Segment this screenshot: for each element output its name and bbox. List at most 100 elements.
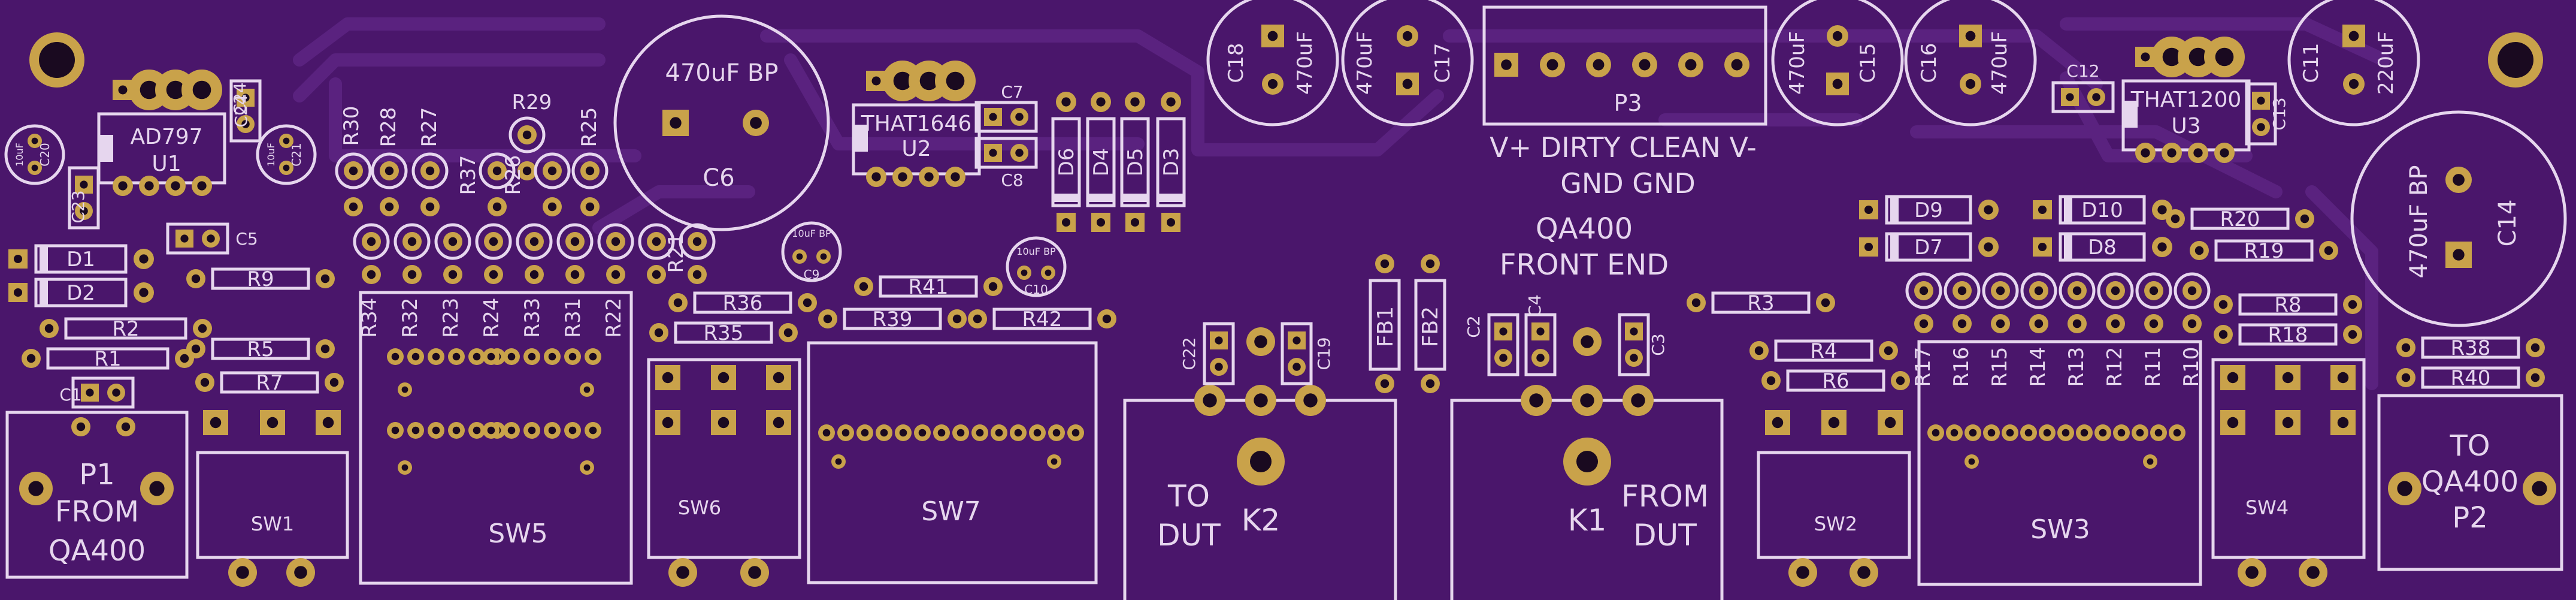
pad-hole bbox=[822, 429, 831, 437]
connector-p2-outline bbox=[2377, 394, 2563, 571]
label-d6: D6 bbox=[1055, 148, 1079, 177]
pad-hole bbox=[1896, 376, 1905, 385]
pad-hole bbox=[2218, 300, 2228, 309]
resistor-r39-body bbox=[843, 307, 942, 330]
label-c6: C6 bbox=[703, 164, 734, 192]
cap-c15-outline bbox=[1771, 0, 1904, 126]
pad-hole bbox=[522, 166, 532, 176]
pad-hole bbox=[1984, 205, 1993, 215]
ic-u2-notch bbox=[853, 125, 868, 152]
pad-hole bbox=[1425, 259, 1435, 269]
pad-hole bbox=[2154, 429, 2163, 437]
pad-hole bbox=[118, 181, 128, 191]
label-r10: R10 bbox=[2180, 347, 2203, 387]
pad-hole bbox=[1425, 379, 1435, 388]
pad-hole bbox=[2220, 148, 2229, 158]
pad-hole bbox=[139, 288, 149, 297]
pad-hole bbox=[1096, 97, 1106, 107]
switch-sw5-outline bbox=[359, 291, 633, 585]
resistor-r42-body bbox=[992, 307, 1092, 330]
pad-hole bbox=[329, 378, 339, 387]
label-c10: C10 bbox=[1024, 282, 1048, 297]
pad-hole bbox=[2337, 372, 2349, 384]
pad-hole bbox=[1051, 458, 1058, 465]
pad-hole bbox=[80, 180, 88, 189]
pad-hole bbox=[585, 202, 595, 212]
pad-hole bbox=[823, 314, 833, 324]
pad-hole bbox=[2092, 93, 2100, 101]
pad-hole bbox=[1996, 286, 2005, 296]
ferrite-fb1-body bbox=[1369, 279, 1401, 371]
pad-hole bbox=[2171, 214, 2180, 224]
label-u3-part: THAT1200 bbox=[2130, 88, 2242, 112]
pad-hole bbox=[31, 137, 38, 144]
pad-hole bbox=[1796, 566, 1809, 579]
pad-hole bbox=[995, 429, 1003, 437]
label-r12: R12 bbox=[2103, 347, 2127, 387]
pad-hole bbox=[2194, 246, 2204, 255]
label-c3: C3 bbox=[1648, 333, 1668, 355]
resistor-body bbox=[2059, 272, 2096, 309]
pad-hole bbox=[487, 352, 495, 361]
pad-hole bbox=[191, 344, 201, 354]
pad-hole bbox=[1969, 429, 1977, 437]
label-r26: R26 bbox=[501, 155, 525, 195]
label-c4: C4 bbox=[1525, 294, 1545, 316]
pad-hole bbox=[283, 137, 290, 144]
pad-hole bbox=[241, 120, 250, 128]
resistor-r38-body bbox=[2421, 336, 2520, 359]
pad-hole bbox=[1130, 97, 1140, 107]
pad-hole bbox=[1061, 97, 1071, 107]
pad-hole bbox=[946, 71, 965, 91]
cap-c1-body bbox=[71, 376, 135, 409]
cap-c10-outline bbox=[1006, 236, 1067, 297]
pad-hole bbox=[80, 207, 88, 215]
pad-hole bbox=[2397, 481, 2412, 496]
label-r29: R29 bbox=[512, 91, 552, 114]
label-r34: R34 bbox=[358, 298, 382, 338]
pad-hole bbox=[1499, 327, 1508, 336]
pad-hole bbox=[670, 117, 682, 129]
label-c9: C9 bbox=[804, 267, 820, 282]
cap-c19-body bbox=[1281, 322, 1313, 385]
pad-hole bbox=[952, 314, 962, 324]
label-r28: R28 bbox=[377, 107, 401, 147]
label-r40: R40 bbox=[2451, 366, 2491, 390]
diode-d5-band bbox=[1122, 194, 1148, 202]
resistor-r9-body bbox=[211, 267, 310, 290]
pad-hole bbox=[2282, 372, 2294, 384]
pad-hole bbox=[1593, 59, 1605, 71]
pad-hole bbox=[1033, 429, 1042, 437]
pad-hole bbox=[1685, 59, 1697, 71]
parts-layer bbox=[34, 79, 2520, 409]
resistor-body bbox=[2097, 272, 2134, 309]
label-k2: K2 bbox=[1242, 503, 1281, 538]
pad-hole bbox=[425, 202, 435, 212]
label-p2-line1: TO bbox=[2449, 429, 2490, 463]
pad-hole bbox=[1380, 259, 1390, 269]
pad-hole bbox=[589, 352, 597, 361]
cap-c9-outline bbox=[781, 221, 842, 282]
pad-hole bbox=[1215, 363, 1223, 371]
pad-hole bbox=[880, 429, 888, 437]
pad-hole bbox=[2038, 242, 2047, 252]
pad-hole bbox=[2348, 300, 2357, 309]
pad-hole bbox=[568, 426, 577, 435]
label-c5: C5 bbox=[235, 229, 258, 249]
pad-hole bbox=[407, 237, 417, 246]
label-c17: C17 bbox=[1431, 43, 1455, 83]
switch-sw1-outline bbox=[196, 451, 349, 559]
switch-sw4-outline bbox=[2211, 358, 2366, 559]
pad-hole bbox=[2187, 286, 2197, 296]
pad-hole bbox=[2072, 286, 2082, 296]
pad-hole bbox=[835, 458, 842, 465]
label-p1-line1: FROM bbox=[55, 495, 139, 529]
diode-d2-body bbox=[34, 278, 128, 307]
pad-hole bbox=[1576, 451, 1598, 472]
pad-hole bbox=[2162, 47, 2181, 67]
resistor-body bbox=[1905, 272, 1942, 309]
label-r14: R14 bbox=[2026, 347, 2050, 387]
pad-hole bbox=[1071, 429, 1080, 437]
label-c1: C1 bbox=[59, 385, 81, 405]
pad-hole bbox=[692, 270, 702, 279]
